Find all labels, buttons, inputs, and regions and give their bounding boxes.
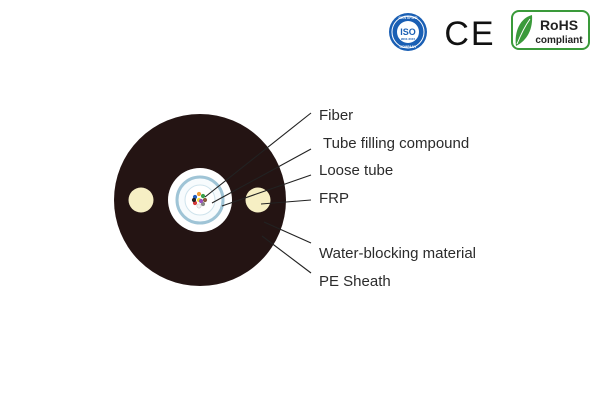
label-tube-filling-compound: Tube filling compound [323, 135, 469, 152]
fiber-core [198, 198, 204, 204]
label-loose-tube: Loose tube [319, 162, 393, 179]
leader-line-loose-tube [221, 174, 312, 207]
iso-certification-badge: CERTIFIED ISO 9001:2015 COMPANY [389, 13, 427, 51]
ce-mark: CE [444, 15, 495, 53]
fiber-core [196, 191, 202, 197]
label-fiber: Fiber [319, 107, 353, 124]
label-water-blocking-material: Water-blocking material [319, 245, 476, 262]
label-frp: FRP [319, 190, 349, 207]
rohs-compliant-badge: RoHS compliant [511, 10, 590, 50]
fiber-bundle [191, 191, 208, 209]
component-labels: Fiber Tube filling compound Loose tube F… [319, 107, 476, 290]
frp-right-shape [245, 187, 271, 213]
rohs-title: RoHS [540, 17, 578, 33]
iso-badge-bottom-text: COMPANY [399, 45, 417, 49]
leader-line-tube-filling-compound [211, 148, 312, 204]
leader-line-fiber [204, 112, 312, 198]
leader-line-frp [260, 199, 312, 205]
leader-line-pe-sheath [261, 235, 312, 274]
leader-lines [204, 112, 312, 274]
fiber-core [200, 193, 206, 199]
fiber-core [191, 197, 197, 203]
iso-badge-main-text: ISO [400, 27, 416, 37]
fiber-core [196, 203, 202, 209]
iso-badge-sub-text: 9001:2015 [401, 37, 416, 41]
cable-cross-section [114, 114, 286, 286]
leader-line-water-blocking-material [263, 221, 312, 244]
iso-badge-top-text: CERTIFIED [399, 16, 418, 20]
fiber-core [202, 197, 208, 203]
fiber-core [200, 201, 206, 207]
label-pe-sheath: PE Sheath [319, 273, 391, 290]
rohs-subtitle: compliant [535, 35, 583, 46]
frp-left-shape [128, 187, 154, 213]
leaf-icon [515, 15, 533, 46]
